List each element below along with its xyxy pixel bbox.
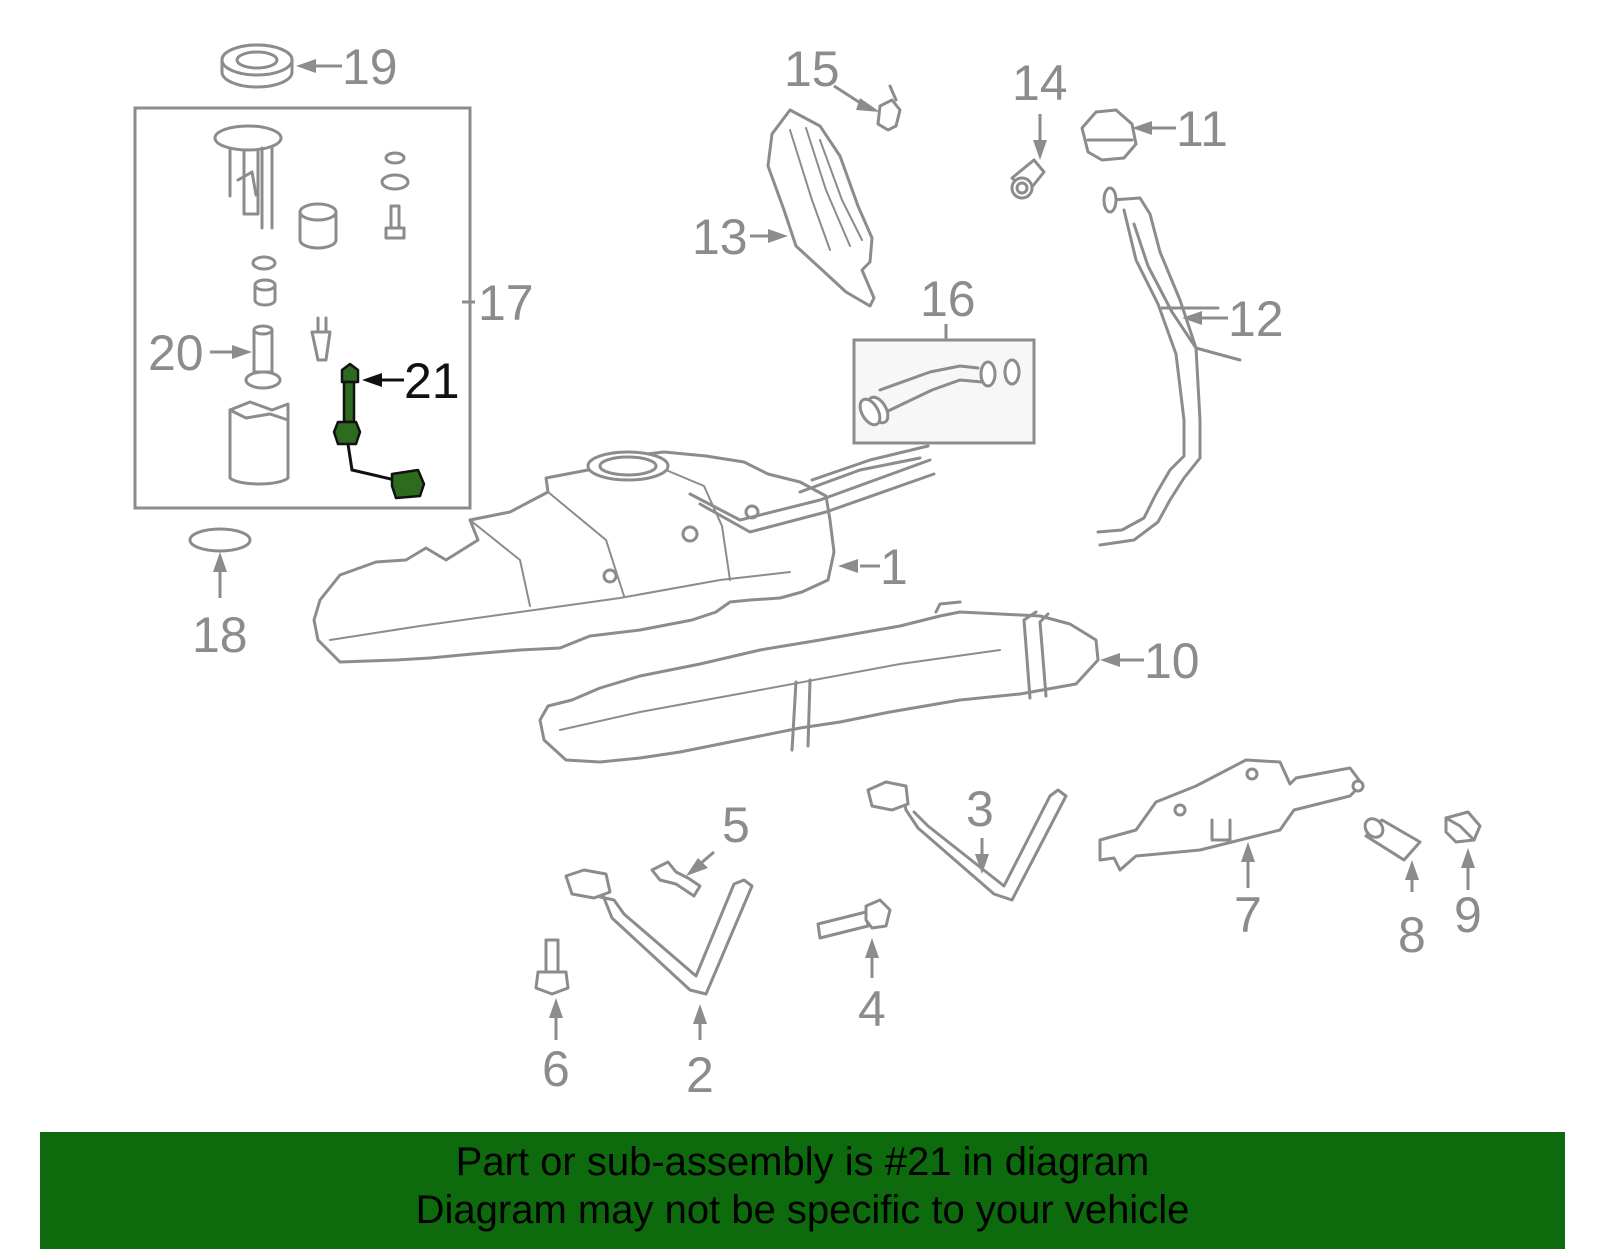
part-4-bolt	[816, 898, 892, 940]
part-2-strap	[564, 868, 754, 996]
part-8-bushing	[1363, 817, 1422, 862]
assembly-16-box	[852, 338, 1036, 445]
part-18-gasket	[188, 527, 252, 553]
callout-11: 11	[1176, 101, 1228, 157]
part-3-strap	[866, 780, 1068, 902]
callout-9: 9	[1454, 887, 1482, 943]
part-1-fuel-tank	[312, 444, 936, 664]
callout-12: 12	[1228, 291, 1284, 347]
callout-7: 7	[1234, 887, 1262, 943]
part-7-bracket	[1098, 758, 1365, 872]
callout-16: 16	[920, 271, 976, 327]
callout-10: 10	[1144, 633, 1200, 689]
callout-6: 6	[542, 1041, 570, 1097]
fuel-pump-assembly-parts	[213, 124, 410, 486]
callout-3: 3	[966, 781, 994, 837]
callout-4: 4	[858, 981, 886, 1037]
callout-13: 13	[692, 209, 748, 265]
parts-diagram: 19 17 20 21 18 15 13 14 11 12 16 1 10 5 …	[133, 39, 1482, 1103]
banner-line-2: Diagram may not be specific to your vehi…	[415, 1188, 1190, 1232]
banner-line-1: Part or sub-assembly is #21 in diagram	[455, 1140, 1150, 1184]
leader-lines	[210, 59, 1475, 1040]
part-11-fuel-cap	[1080, 108, 1138, 162]
part-16-hose	[858, 358, 1021, 427]
callout-14: 14	[1012, 55, 1068, 111]
part-14-grommet	[1010, 158, 1046, 200]
assembly-17-box	[133, 106, 472, 510]
callout-21: 21	[404, 353, 460, 409]
part-13-heat-shield	[766, 108, 876, 308]
callout-5: 5	[722, 797, 750, 853]
callout-15: 15	[784, 41, 840, 97]
callout-2: 2	[686, 1047, 714, 1103]
part-12-filler-pipe	[1096, 186, 1242, 547]
part-19-seal	[220, 43, 294, 89]
callout-1: 1	[880, 539, 908, 595]
callout-17: 17	[478, 275, 534, 331]
callout-20: 20	[148, 325, 204, 381]
callout-18: 18	[192, 607, 248, 663]
part-21-fuel-sender	[332, 362, 426, 500]
part-15-clip	[876, 84, 902, 132]
part-5-clip	[650, 860, 702, 898]
part-6-bolt	[534, 938, 570, 996]
part-10-protector	[538, 600, 1100, 764]
callout-8: 8	[1398, 907, 1426, 963]
callout-19: 19	[342, 39, 398, 95]
info-banner: Part or sub-assembly is #21 in diagram D…	[40, 1132, 1565, 1249]
part-9-plug	[1444, 810, 1482, 844]
